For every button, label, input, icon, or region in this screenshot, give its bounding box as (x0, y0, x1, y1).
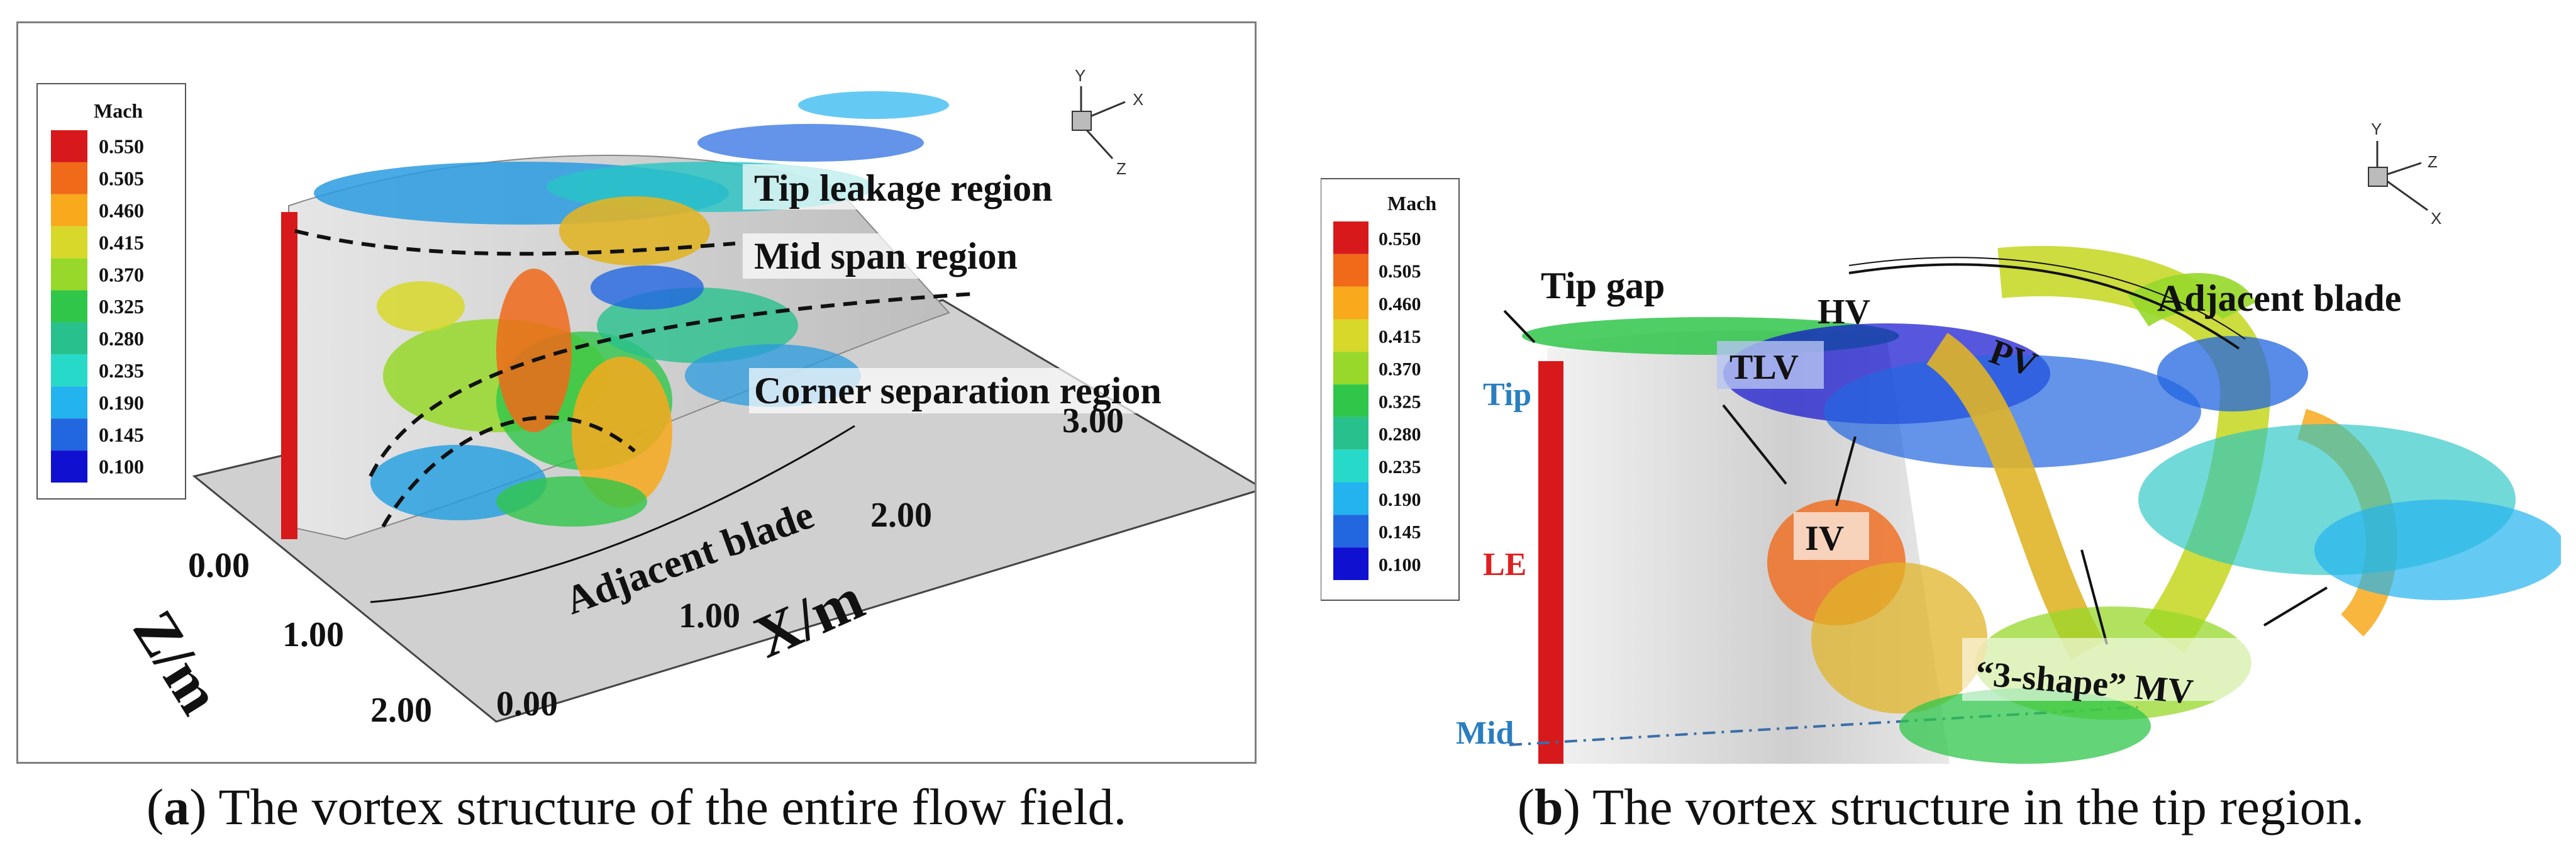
panel-a-figure: Tip leakage region Mid span region Corne… (16, 21, 1257, 764)
label-tip-gap: Tip gap (1541, 265, 1665, 306)
colorbar-level-label: 0.325 (1379, 391, 1421, 412)
colorbar-level-label: 0.325 (99, 295, 144, 318)
colorbar-level-label: 0.280 (1379, 424, 1421, 445)
caption-letter: b (1535, 778, 1563, 835)
label-mid: Mid (1456, 715, 1514, 751)
x-tick: 2.00 (870, 496, 932, 535)
label-tip: Tip (1483, 377, 1531, 413)
colorbar-swatch (1333, 482, 1368, 515)
colorbar-swatch (1333, 515, 1368, 548)
label-corner-separation: Corner separation region (754, 370, 1162, 411)
colorbar-swatch (1333, 319, 1368, 352)
label-mid-span: Mid span region (754, 235, 1018, 277)
colorbar-swatch (51, 386, 87, 419)
colorbar-swatch (51, 450, 87, 483)
svg-text:Y: Y (1075, 66, 1085, 85)
svg-text:X: X (2431, 209, 2441, 228)
label-iv: IV (1805, 519, 1844, 558)
colorbar-level-label: 0.100 (1379, 554, 1421, 575)
colorbar-swatch (1333, 352, 1368, 385)
panel-b-figure: Tip gap Adjacent blade HV PV TLV IV “3-s… (1321, 21, 2561, 764)
caption-text: The vortex structure in the tip region. (1580, 778, 2365, 835)
colorbar-level-label: 0.190 (1379, 489, 1421, 510)
colorbar-legend: Mach 0.550 0.505 0.460 0.415 0.370 0.325 0.280… (1321, 178, 1460, 601)
adjacent-blade-curve (1848, 257, 2246, 340)
colorbar-level-label: 0.415 (99, 231, 144, 254)
colorbar-swatch (1333, 286, 1368, 320)
z-axis-title: Z/m (120, 598, 234, 725)
colorbar-swatch (1333, 547, 1368, 580)
colorbar-level-label: 0.505 (99, 167, 144, 190)
x-tick: 1.00 (679, 596, 740, 635)
colorbar-level-label: 0.190 (99, 391, 144, 414)
leading-edge-strip (1538, 361, 1563, 764)
corner-separation-boundary (381, 415, 636, 528)
label-tip-leakage: Tip leakage region (754, 167, 1053, 209)
colorbar-level-label: 0.100 (99, 455, 144, 478)
colorbar-swatch (1333, 221, 1368, 254)
colorbar-swatch (51, 130, 87, 162)
label-adjacent-blade: Adjacent blade (2157, 277, 2401, 319)
colorbar-swatch (51, 322, 87, 355)
colorbar-swatch (51, 226, 87, 259)
colorbar-level-label: 0.370 (99, 263, 144, 286)
adjacent-blade-curve (1848, 263, 2240, 350)
label-le: LE (1483, 547, 1526, 583)
svg-text:Y: Y (2371, 120, 2382, 138)
colorbar-swatch (1333, 449, 1368, 483)
colorbar-legend: Mach 0.550 0.505 0.460 0.415 0.370 0.325 0.280… (36, 83, 186, 500)
label-hv: HV (1818, 293, 1870, 332)
colorbar-title: Mach (1387, 192, 1436, 215)
colorbar-swatch (1333, 416, 1368, 450)
axis-triad-icon: Y Z X (2368, 120, 2441, 228)
caption-text: The vortex structure of the entire flow … (206, 778, 1127, 835)
colorbar-level-label: 0.235 (1379, 457, 1421, 478)
z-tick: 1.00 (282, 615, 344, 654)
colorbar-swatch (51, 258, 87, 291)
colorbar-level-label: 0.235 (99, 359, 144, 382)
adjacent-blade-curve (370, 425, 855, 603)
colorbar-swatch (51, 290, 87, 323)
colorbar-swatch (51, 162, 87, 194)
colorbar-title: Mach (94, 99, 143, 122)
axis-triad-icon: Y X Z (1072, 66, 1143, 178)
caption-letter: a (164, 778, 190, 835)
colorbar-level-label: 0.145 (1379, 522, 1421, 543)
svg-text:X: X (1133, 90, 1143, 109)
colorbar-level-label: 0.145 (99, 423, 144, 446)
colorbar-level-label: 0.505 (1379, 261, 1421, 282)
colorbar-swatch (51, 194, 87, 226)
z-tick: 0.00 (188, 546, 250, 585)
colorbar-level-label: 0.460 (99, 199, 144, 221)
svg-text:Z: Z (1116, 159, 1126, 178)
colorbar-swatch (51, 354, 87, 387)
annotation-arrows (1503, 310, 2328, 645)
panel-b-canvas: Tip gap Adjacent blade HV PV TLV IV “3-s… (1321, 120, 2561, 764)
colorbar-level-label: 0.415 (1379, 327, 1421, 347)
colorbar-level-label: 0.550 (99, 135, 144, 158)
x-tick: 3.00 (1062, 401, 1124, 440)
colorbar-level-label: 0.370 (1379, 359, 1421, 380)
label-tlv: TLV (1729, 348, 1799, 387)
z-tick: 2.00 (370, 691, 432, 730)
colorbar-level-label: 0.550 (1379, 228, 1421, 249)
colorbar-swatch (1333, 254, 1368, 287)
mid-span-line (1509, 706, 2139, 746)
colorbar-level-label: 0.460 (1379, 294, 1421, 315)
colorbar-swatch (51, 418, 87, 451)
caption-a: (a) The vortex structure of the entire f… (146, 778, 1127, 835)
colorbar-level-label: 0.280 (99, 327, 144, 350)
svg-text:Z: Z (2428, 152, 2438, 171)
mid-span-boundary (369, 292, 975, 478)
x-tick: 0.00 (496, 685, 558, 724)
leading-edge-strip (281, 212, 297, 539)
panel-a-canvas: Tip leakage region Mid span region Corne… (36, 66, 1255, 730)
caption-b: (b) The vortex structure in the tip regi… (1517, 778, 2365, 835)
tip-leakage-boundary (294, 229, 736, 256)
colorbar-swatch (1333, 384, 1368, 417)
